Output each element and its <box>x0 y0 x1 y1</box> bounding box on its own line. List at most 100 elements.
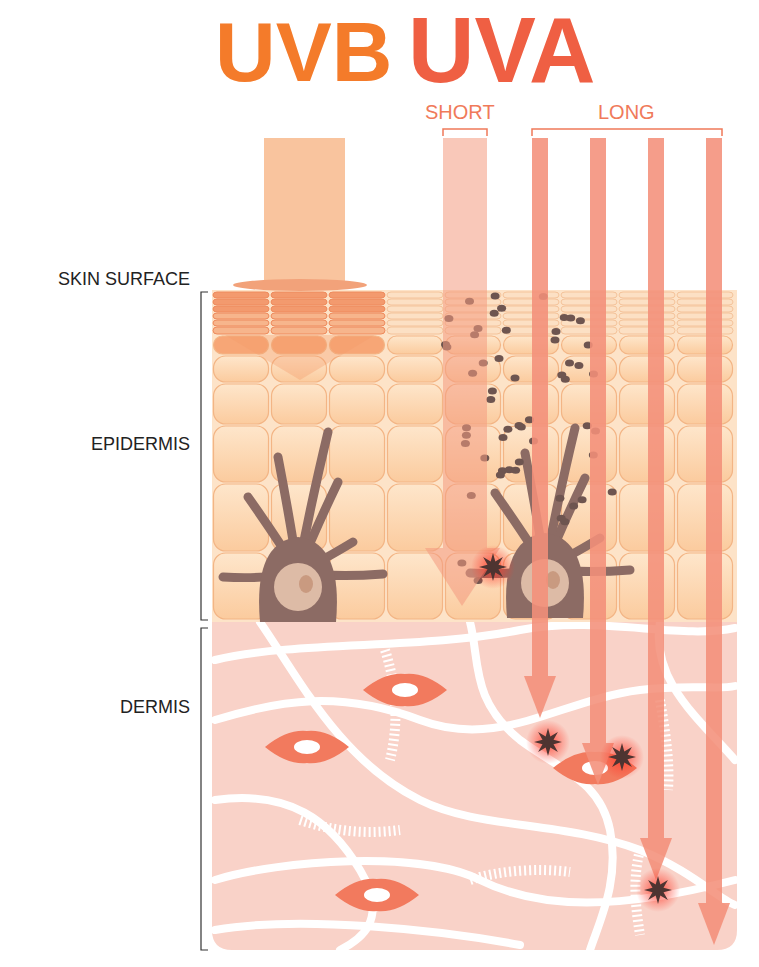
epidermis-cells-part <box>503 313 559 319</box>
epidermis-cells-part <box>503 320 559 326</box>
melanin-granules-part <box>555 495 564 502</box>
melanin-granules-part <box>578 496 587 503</box>
epidermis-cells-part <box>271 292 327 298</box>
epidermis-cells-part <box>677 306 733 312</box>
epidermis-cells-part <box>562 336 617 354</box>
epidermis-cells-part <box>503 292 559 298</box>
epidermis-cells-part <box>388 484 443 551</box>
melanin-granules-part <box>557 515 566 522</box>
epidermis-cells-part <box>619 306 675 312</box>
damage-marks-part <box>534 728 562 756</box>
epidermis-cells-part <box>213 292 269 298</box>
damage-marks-part <box>636 868 680 912</box>
epidermis-cells-part <box>619 313 675 319</box>
epidermis-cells-part <box>678 356 733 382</box>
uvb-beam-part <box>233 279 367 291</box>
epidermis-cells-part <box>329 327 385 334</box>
damage-marks-part <box>608 743 636 771</box>
damage-marks <box>471 545 680 912</box>
epidermis-cells-part <box>214 384 269 424</box>
epidermis-cells-part <box>677 299 733 305</box>
epidermis-cells-part <box>678 384 733 424</box>
epidermis-cells-part <box>619 320 675 326</box>
melanin-granules-part <box>552 328 561 335</box>
melanin-granules-part <box>488 388 497 395</box>
uva-short-beam-part <box>443 138 487 548</box>
melanin-granules-part <box>495 355 504 362</box>
uva-long-arrows-part <box>532 138 548 678</box>
epidermis-cells-part <box>271 306 327 312</box>
melanin-granules-part <box>490 310 499 317</box>
melanin-granules-part <box>502 327 511 334</box>
melanocytes-part-part <box>274 563 322 611</box>
epidermis-cells-part <box>677 292 733 298</box>
epidermis-cells-part <box>271 299 327 305</box>
epidermis-cells-part <box>387 320 443 326</box>
uva-heading: UVA <box>408 4 595 96</box>
epidermis-cells-part <box>272 384 327 424</box>
range-label: SHORT <box>425 102 495 122</box>
epidermis-cells-part <box>620 384 675 424</box>
epidermis-cells-part <box>388 356 443 382</box>
collagen-bundles-part <box>470 870 570 880</box>
uva-long-arrows-part <box>648 138 664 840</box>
melanin-granules-part <box>565 359 574 366</box>
layer-label: DERMIS <box>120 698 190 716</box>
fibroblasts-part <box>392 683 418 697</box>
uvb-beam-part <box>264 138 345 285</box>
epidermis-cells-part <box>620 426 675 482</box>
fibroblasts-part <box>364 888 390 902</box>
epidermis-cells-part <box>213 320 269 326</box>
range-label: LONG <box>598 102 655 122</box>
epidermis-cells-part <box>504 336 559 354</box>
damage-marks-part <box>479 553 507 581</box>
epidermis-cells-part <box>620 356 675 382</box>
epidermis-cells-part <box>561 299 617 305</box>
uvb-beam <box>225 138 375 380</box>
epidermis-cells-part <box>561 327 617 334</box>
epidermis-cells-part <box>387 299 443 305</box>
damage-marks-part <box>526 720 570 764</box>
melanin-granules-part <box>511 374 520 381</box>
epidermis-cells-part <box>677 313 733 319</box>
damage-marks-part <box>644 876 672 904</box>
melanin-granules-part <box>569 503 578 510</box>
melanin-granules-part <box>574 362 583 369</box>
epidermis-cells-part <box>271 313 327 319</box>
melanin-granules-part <box>503 426 512 433</box>
damage-marks-part <box>600 735 644 779</box>
layer-brackets-part <box>201 628 208 950</box>
wavelength-brackets-part <box>443 129 487 136</box>
melanocytes-part-part <box>546 571 560 589</box>
uva-long-arrows-part <box>590 138 606 745</box>
epidermis-cells-part <box>503 327 559 334</box>
epidermis-cells-part <box>387 327 443 334</box>
fibroblasts <box>265 674 637 911</box>
melanin-granules-part <box>515 459 524 466</box>
melanocytes-part-part <box>299 575 313 593</box>
epidermis-cells-part <box>678 553 733 619</box>
epidermis-cells-part <box>330 384 385 424</box>
melanocytes-part-part <box>259 537 337 622</box>
damage-marks-part <box>471 545 515 589</box>
epidermis-cells-part <box>678 484 733 551</box>
layer-label: SKIN SURFACE <box>58 270 190 288</box>
melanin-granules-part <box>511 467 520 474</box>
melanocytes <box>223 428 630 622</box>
epidermis-cells-part <box>619 299 675 305</box>
uva-long-arrows-part <box>698 903 730 945</box>
melanin-granules-part <box>496 471 505 478</box>
fibroblasts-part <box>265 731 349 763</box>
epidermis-cells-part <box>387 306 443 312</box>
layer-label: EPIDERMIS <box>91 435 190 453</box>
epidermis-cells-part <box>504 384 559 424</box>
epidermis-cells-part <box>329 299 385 305</box>
epidermis-cells-part <box>330 356 385 382</box>
epidermis-cells-part <box>561 306 617 312</box>
epidermis-cells-part <box>388 553 443 619</box>
melanin-granules-part <box>491 293 500 300</box>
epidermis-cells-part <box>214 426 269 482</box>
epidermis-cells-part <box>561 292 617 298</box>
